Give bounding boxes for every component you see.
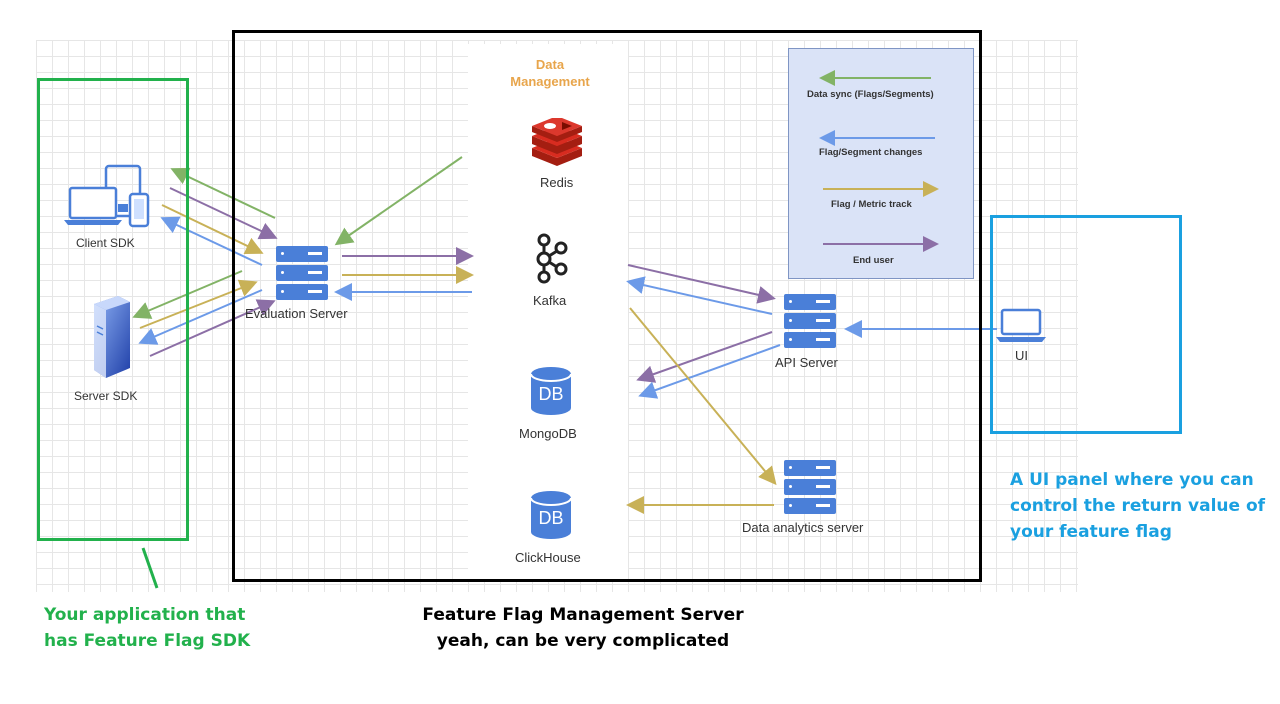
mongodb-db-text: DB: [538, 384, 564, 404]
ui-panel-boundary-box: [990, 215, 1182, 434]
redis-icon: [532, 118, 582, 166]
api-server-icon: [784, 294, 836, 351]
kafka-icon: [536, 233, 568, 284]
clickhouse-db-text: DB: [538, 508, 564, 528]
app-caption: Your application that has Feature Flag S…: [44, 605, 251, 651]
data-management-title: Data Management: [510, 57, 590, 89]
application-boundary-box: [37, 78, 189, 541]
redis-label: Redis: [540, 175, 574, 190]
legend-label-data-sync: Data sync (Flags/Segments): [807, 89, 934, 100]
mongodb-db-icon: DB: [531, 366, 571, 416]
api-server-label: API Server: [775, 355, 838, 370]
data-analytics-server-icon: [784, 460, 836, 517]
evaluation-server-icon: [276, 246, 328, 303]
evaluation-server-label: Evaluation Server: [245, 306, 348, 321]
mongodb-label: MongoDB: [519, 426, 577, 441]
client-devices-icon: [64, 164, 150, 228]
legend-arrows: [819, 70, 939, 252]
legend-label-flag-changes: Flag/Segment changes: [819, 147, 923, 158]
server-caption: Feature Flag Management Server yeah, can…: [422, 605, 744, 651]
management-server-boundary-box: [232, 30, 982, 582]
ui-caption: A UI panel where you can control the ret…: [1010, 470, 1266, 542]
legend-label-end-user: End user: [853, 255, 894, 266]
clickhouse-label: ClickHouse: [515, 550, 581, 565]
legend-label-flag-track: Flag / Metric track: [831, 199, 912, 210]
data-analytics-server-label: Data analytics server: [742, 520, 864, 535]
legend-panel: Data sync (Flags/Segments) Flag/Segment …: [788, 48, 974, 279]
server-tower-icon: [94, 296, 130, 378]
client-sdk-label: Client SDK: [76, 236, 135, 250]
kafka-label: Kafka: [533, 293, 567, 308]
clickhouse-db-icon: DB: [531, 490, 571, 540]
ui-label: UI: [1015, 348, 1028, 363]
server-sdk-label: Server SDK: [74, 389, 138, 403]
ui-laptop-icon: [996, 308, 1046, 342]
